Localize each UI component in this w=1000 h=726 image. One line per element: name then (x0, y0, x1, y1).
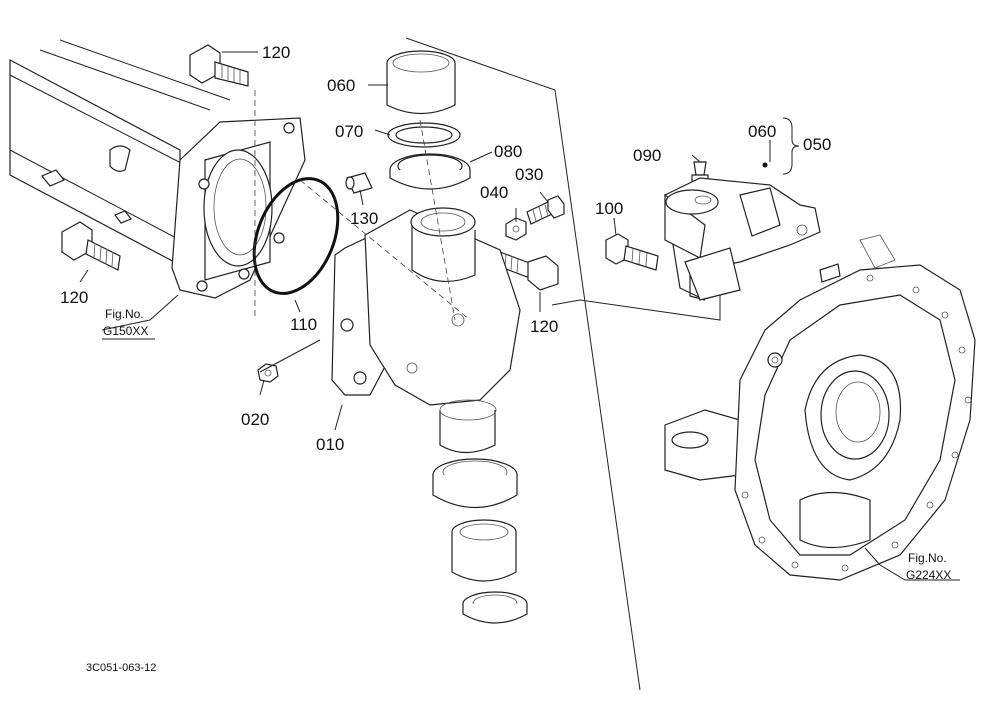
seal-lower (432, 458, 518, 509)
bolt-100 (605, 233, 659, 271)
label-050: 050 (803, 135, 831, 154)
bolt-120-top (189, 44, 249, 87)
fig-ref-left-line2: G150XX (103, 324, 148, 338)
kingpin-housing-010 (331, 207, 521, 454)
label-040: 040 (480, 183, 508, 202)
label-060-top: 060 (327, 76, 355, 95)
o-ring-110 (252, 177, 340, 295)
label-080: 080 (494, 142, 522, 161)
pin-130 (345, 172, 373, 194)
label-060-bracket: 060 (748, 122, 776, 141)
assembly-brace (782, 117, 800, 175)
label-110: 110 (290, 315, 317, 334)
label-070: 070 (335, 122, 363, 141)
final-drive-case (664, 234, 976, 581)
seal-080 (389, 153, 471, 190)
bracket-060 (664, 162, 821, 301)
bolt-030 (526, 195, 565, 225)
label-130: 130 (350, 209, 378, 228)
fig-ref-right: Fig.No. G224XX (906, 551, 951, 582)
label-030: 030 (515, 165, 543, 184)
alignment-lines (254, 37, 721, 691)
fig-ref-right-line1: Fig.No. (908, 551, 947, 565)
drawing-code: 3C051-063-12 (86, 662, 156, 674)
bushing-lower (451, 519, 517, 582)
leader-lines (79, 51, 960, 581)
label-020: 020 (241, 410, 269, 429)
thrust-bearing (462, 591, 528, 624)
part-labels: 120 060 070 080 060 050 090 040 030 100 … (60, 43, 831, 454)
label-090: 090 (633, 146, 661, 165)
fig-ref-left-line1: Fig.No. (105, 307, 144, 321)
nut-020 (257, 363, 279, 383)
label-010: 010 (316, 435, 344, 454)
axle-housing (9, 39, 306, 299)
washer-070 (387, 122, 461, 148)
label-120-left: 120 (60, 288, 88, 307)
bolt-120-left (61, 221, 121, 271)
fig-ref-right-line2: G224XX (906, 568, 951, 582)
fig-ref-left: Fig.No. G150XX (102, 307, 155, 340)
bolt-120-right (497, 251, 559, 291)
label-100: 100 (595, 199, 623, 218)
bushing-060-top (386, 50, 456, 114)
label-120-right: 120 (530, 317, 558, 336)
label-120-top: 120 (262, 43, 290, 62)
